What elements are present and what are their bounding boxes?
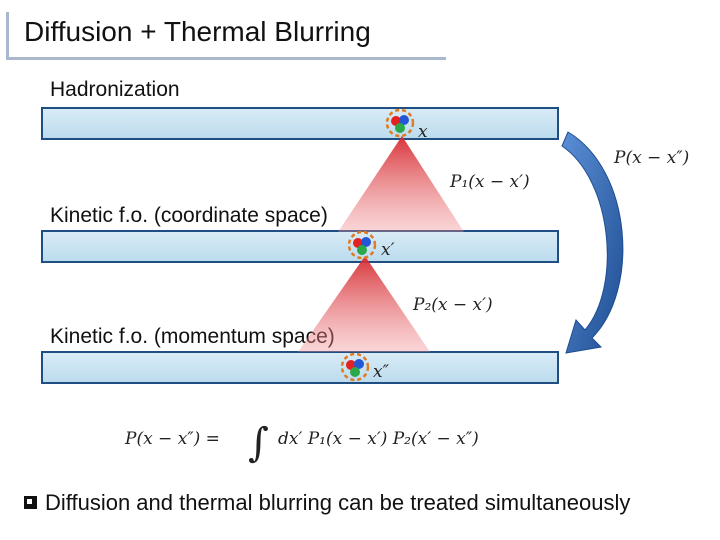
bullet-text: Diffusion and thermal blurring can be tr…	[45, 490, 631, 515]
stage-label-hadronization: Hadronization	[50, 78, 180, 101]
page-title: Diffusion + Thermal Blurring	[24, 16, 371, 47]
square-bullet-icon	[24, 496, 37, 509]
stage-bar-coordinate-freezeout	[41, 230, 559, 263]
particle-cluster-x-prime	[347, 230, 377, 260]
title-frame	[6, 12, 446, 60]
integral-sign: ∫	[248, 420, 269, 466]
kernel-label-p1: P₁(x − x′)	[449, 172, 530, 192]
particle-cluster-x	[385, 108, 415, 138]
kernel-label-p2: P₂(x − x′)	[412, 295, 493, 315]
point-label-x: x	[418, 122, 428, 142]
particle-cluster-x-double-prime	[340, 352, 370, 382]
bullet-point: Diffusion and thermal blurring can be tr…	[24, 490, 630, 516]
kernel-label-total: P(x − x″)	[613, 148, 689, 168]
point-label-x-double-prime: x″	[373, 362, 390, 382]
stage-label-coordinate-freezeout: Kinetic f.o. (coordinate space)	[50, 204, 328, 227]
stage-label-momentum-freezeout: Kinetic f.o. (momentum space)	[50, 325, 335, 348]
blur-cone-1	[338, 136, 464, 232]
combined-kernel-arrow	[561, 131, 624, 354]
blur-cone-2	[298, 256, 430, 352]
equation-rhs: dx′ P₁(x − x′) P₂(x′ − x″)	[278, 429, 479, 449]
equation-lhs: P(x − x″) =	[124, 429, 220, 449]
point-label-x-prime: x′	[381, 240, 395, 260]
stage-bar-hadronization	[41, 107, 559, 140]
